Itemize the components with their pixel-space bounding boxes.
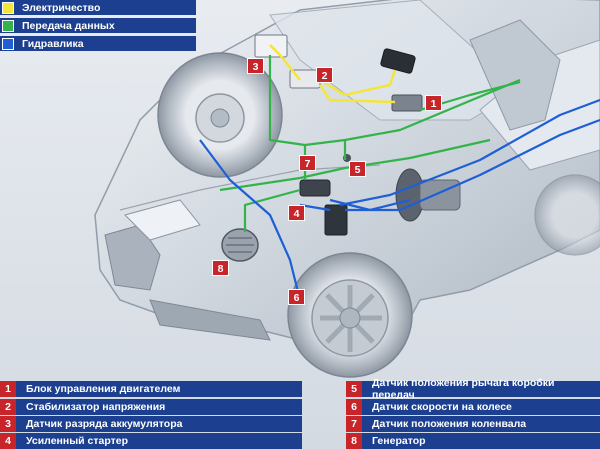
key-label: Генератор [372, 435, 426, 447]
hydraulic-lines [199, 98, 600, 301]
key-number: 5 [346, 381, 362, 397]
callout-2: 2 [316, 67, 333, 83]
key-item-7: 7 Датчик положения коленвала [346, 416, 600, 432]
key-label: Усиленный стартер [26, 435, 129, 447]
fog-grille [149, 299, 271, 341]
key-item-6: 6 Датчик скорости на колесе [346, 399, 600, 415]
key-number: 4 [0, 433, 16, 449]
key-item-3: 3 Датчик разряда аккумулятора [0, 416, 302, 432]
key-label: Датчик положения рычага коробки передач [372, 377, 555, 401]
key-label: Стабилизатор напряжения [26, 401, 166, 413]
ecu-unit [391, 94, 423, 112]
legend-hydraulic-swatch [2, 37, 14, 50]
legend-data: Передача данных [0, 18, 196, 33]
key-number: 3 [0, 416, 16, 432]
key-number: 8 [346, 433, 362, 449]
electric-wiring [269, 44, 397, 104]
headlight [124, 199, 201, 241]
callout-8: 8 [212, 260, 229, 276]
legend-electric-swatch [2, 1, 14, 14]
legend-electric: Электричество [0, 0, 196, 15]
front-grille [104, 224, 161, 291]
key-number: 7 [346, 416, 362, 432]
callout-5: 5 [349, 161, 366, 177]
key-label: Датчик разряда аккумулятора [26, 418, 183, 430]
callout-4: 4 [288, 205, 305, 221]
abs-unit [324, 204, 348, 236]
key-label: Датчик скорости на колесе [372, 401, 512, 413]
callout-1: 1 [425, 95, 442, 111]
black-unit [380, 48, 416, 74]
key-item-5: 5 Датчик положения рычага коробки переда… [346, 377, 600, 401]
data-wiring [219, 55, 521, 232]
key-item-8: 8 Генератор [346, 433, 600, 449]
callout-3: 3 [247, 58, 264, 74]
key-number: 2 [0, 399, 16, 415]
seat [469, 19, 561, 131]
key-number: 1 [0, 381, 16, 397]
legend-data-swatch [2, 19, 14, 32]
starter [299, 179, 331, 197]
key-item-2: 2 Стабилизатор напряжения [0, 399, 302, 415]
key-label: Датчик положения коленвала [372, 418, 527, 430]
legend-hydraulic: Гидравлика [0, 36, 196, 51]
legend-data-label: Передача данных [22, 19, 115, 32]
key-item-4: 4 Усиленный стартер [0, 433, 302, 449]
callout-6: 6 [288, 289, 305, 305]
key-item-1: 1 Блок управления двигателем [0, 381, 302, 397]
callout-7: 7 [299, 155, 316, 171]
key-number: 6 [346, 399, 362, 415]
rear-wheel [534, 174, 600, 256]
key-label: Блок управления двигателем [26, 383, 181, 395]
legend-hydraulic-label: Гидравлика [22, 37, 84, 50]
legend-electric-label: Электричество [22, 1, 101, 14]
